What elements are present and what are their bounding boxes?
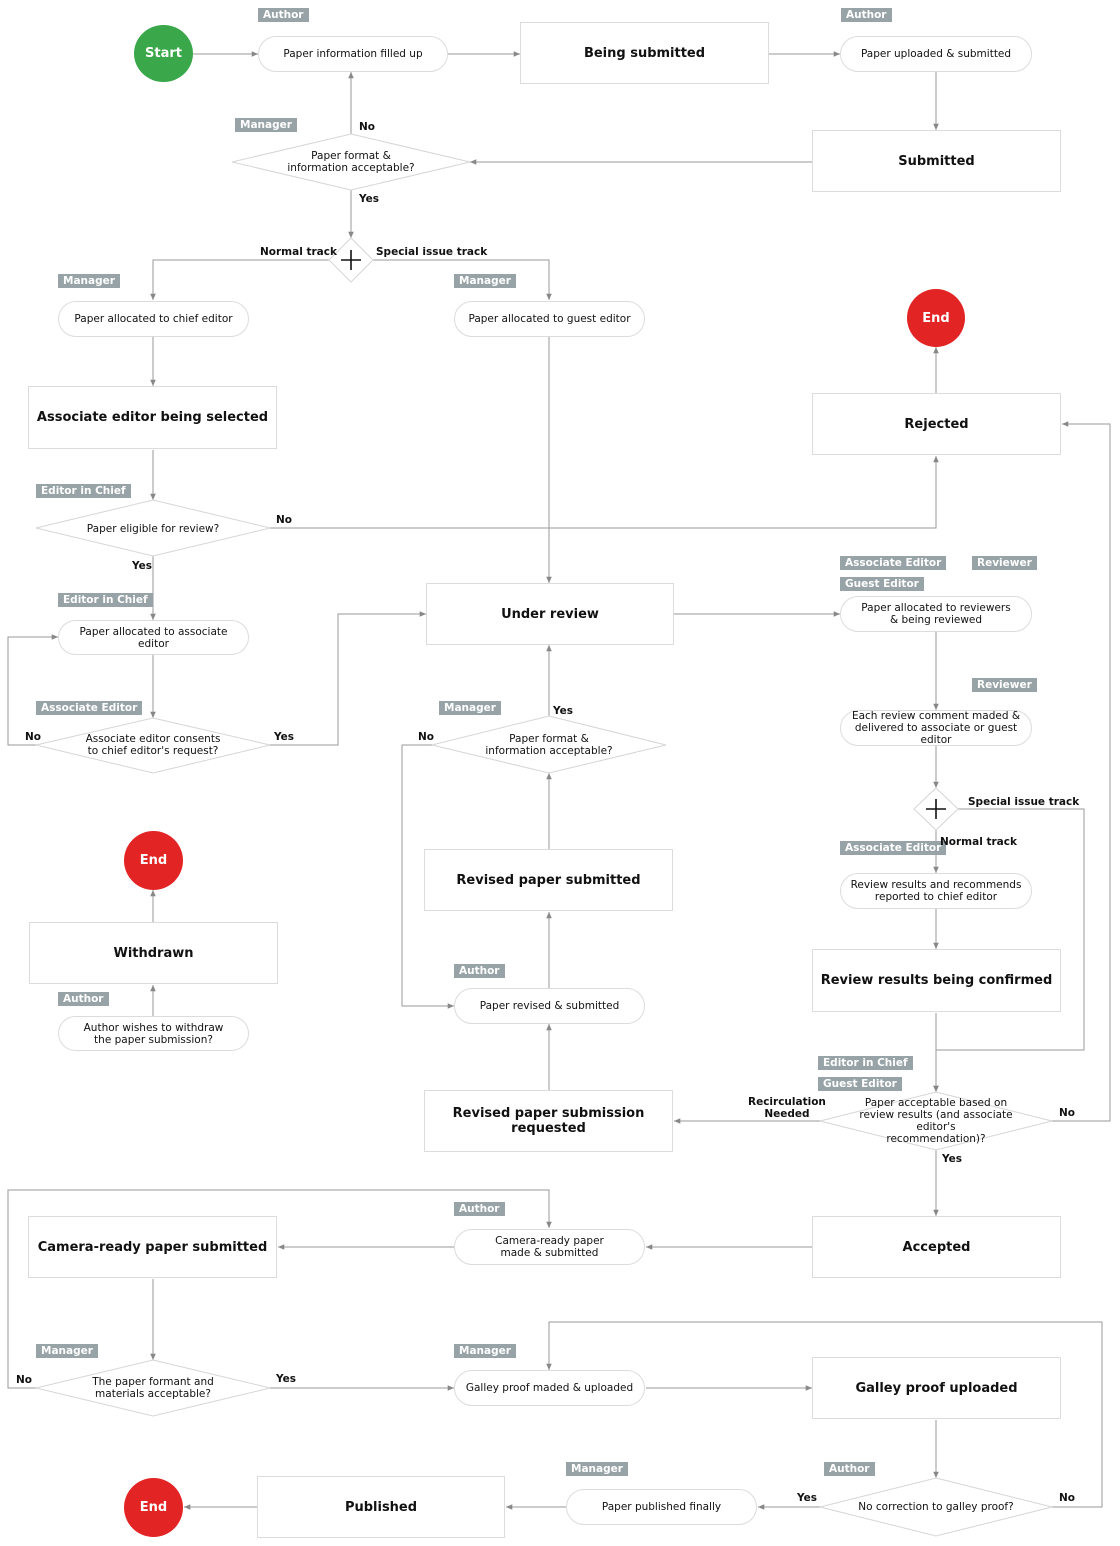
action-paper-published-finally: Paper published finally [566,1489,757,1525]
action-paper-allocated-to-reviewers: Paper allocated to reviewers & being rev… [840,596,1032,632]
role-tag-manager: Manager [566,1462,628,1476]
edge-label-yes: Yes [359,193,380,205]
decision-diamond-materials [35,1359,271,1417]
end-node-rejected: End [907,289,965,347]
role-tag-author: Author [58,992,109,1006]
role-tag-author: Author [454,1202,505,1216]
edge-label-yes: Yes [274,731,295,743]
decision-label-no-correction: No correction to galley proof? [858,1501,1014,1513]
edge-label-no: No [276,514,293,526]
edge-label-yes: Yes [553,705,574,717]
state-being-submitted: Being submitted [520,22,769,84]
state-published: Published [257,1476,505,1538]
action-paper-information-filled-up: Paper information filled up [258,36,448,72]
role-tag-guest-editor: Guest Editor [840,577,924,591]
role-tag-manager: Manager [454,274,516,288]
decision-label-eligible: Paper eligible for review? [86,523,220,535]
state-camera-ready-paper-submitted: Camera-ready paper submitted [28,1216,277,1278]
action-paper-revised-submitted: Paper revised & submitted [454,988,645,1024]
edge-label-special-issue-track: Special issue track [376,246,488,258]
edge-label-no: No [16,1374,33,1386]
action-author-wishes-to-withdraw: Author wishes to withdraw the paper subm… [58,1016,249,1051]
edge-label-no: No [25,731,42,743]
state-submitted: Submitted [812,130,1061,192]
role-tag-author: Author [258,8,309,22]
role-tag-reviewer: Reviewer [972,678,1037,692]
edge-label-normal-track: Normal track [260,246,337,258]
edge-label-yes: Yes [797,1492,818,1504]
state-galley-proof-uploaded: Galley proof uploaded [812,1357,1061,1419]
role-tag-author: Author [454,964,505,978]
action-galley-proof-maded-uploaded: Galley proof maded & uploaded [454,1370,645,1406]
action-paper-uploaded-submitted: Paper uploaded & submitted [840,36,1032,72]
state-revised-paper-submitted: Revised paper submitted [424,849,673,911]
end-node-withdrawn: End [124,831,183,890]
state-accepted: Accepted [812,1216,1061,1278]
role-tag-associate-editor: Associate Editor [840,841,947,855]
role-tag-manager: Manager [439,701,501,715]
end-node-published: End [124,1478,183,1537]
decision-diamond-format-2 [431,715,667,774]
action-paper-allocated-to-guest-editor: Paper allocated to guest editor [454,301,645,337]
role-tag-author: Author [841,8,892,22]
state-withdrawn: Withdrawn [29,922,278,984]
decision-label-acceptable-review: Paper acceptable based on review results… [859,1097,1013,1145]
edge-label-yes: Yes [276,1373,297,1385]
role-tag-manager: Manager [454,1344,516,1358]
role-tag-guest-editor: Guest Editor [818,1077,902,1091]
decision-diamond-eligible [35,499,271,557]
action-review-results-reported: Review results and recommends reported t… [840,873,1032,909]
role-tag-associate-editor: Associate Editor [840,556,947,570]
role-tag-author: Author [824,1462,875,1476]
state-revised-paper-submission-requested: Revised paper submission requested [424,1090,673,1152]
state-review-results-being-confirmed: Review results being confirmed [812,949,1061,1012]
role-tag-editor-in-chief: Editor in Chief [58,593,153,607]
decision-diamond-consents [35,717,271,774]
action-paper-allocated-to-chief-editor: Paper allocated to chief editor [58,301,249,337]
decision-label-format-2: Paper format & information acceptable? [485,733,613,757]
decision-label-materials: The paper formant and materials acceptab… [92,1376,214,1400]
edge-label-normal-track: Normal track [940,836,1017,848]
role-tag-manager: Manager [58,274,120,288]
decision-diamond-acceptable-review [819,1091,1053,1151]
edge-label-yes: Yes [132,560,153,572]
state-rejected: Rejected [812,393,1061,455]
edge-label-no: No [359,121,376,133]
role-tag-editor-in-chief: Editor in Chief [36,484,131,498]
edge-label-no: No [418,731,435,743]
edge-label-special-issue-track: Special issue track [968,796,1080,808]
role-tag-reviewer: Reviewer [972,556,1037,570]
edge-label-yes: Yes [942,1153,963,1165]
edge-label-no: No [1059,1492,1076,1504]
decision-diamond-galley [819,1477,1053,1537]
role-tag-associate-editor: Associate Editor [36,701,143,715]
edge-label-recirculation-needed: Recirculation Needed [748,1096,826,1120]
action-paper-allocated-to-associate-editor: Paper allocated to associate editor [58,620,249,655]
start-node: Start [134,25,193,82]
role-tag-manager: Manager [36,1344,98,1358]
action-camera-ready-made-submitted: Camera-ready paper made & submitted [454,1229,645,1265]
action-each-review-comment: Each review comment maded & delivered to… [840,710,1032,746]
state-associate-editor-being-selected: Associate editor being selected [28,386,277,449]
decision-label-format-1: Paper format & information acceptable? [287,150,415,174]
decision-label-consents: Associate editor consents to chief edito… [85,733,221,757]
role-tag-editor-in-chief: Editor in Chief [818,1056,913,1070]
decision-diamond-format-1 [231,133,471,191]
role-tag-manager: Manager [235,118,297,132]
state-under-review: Under review [426,583,674,645]
edge-label-no: No [1059,1107,1076,1119]
